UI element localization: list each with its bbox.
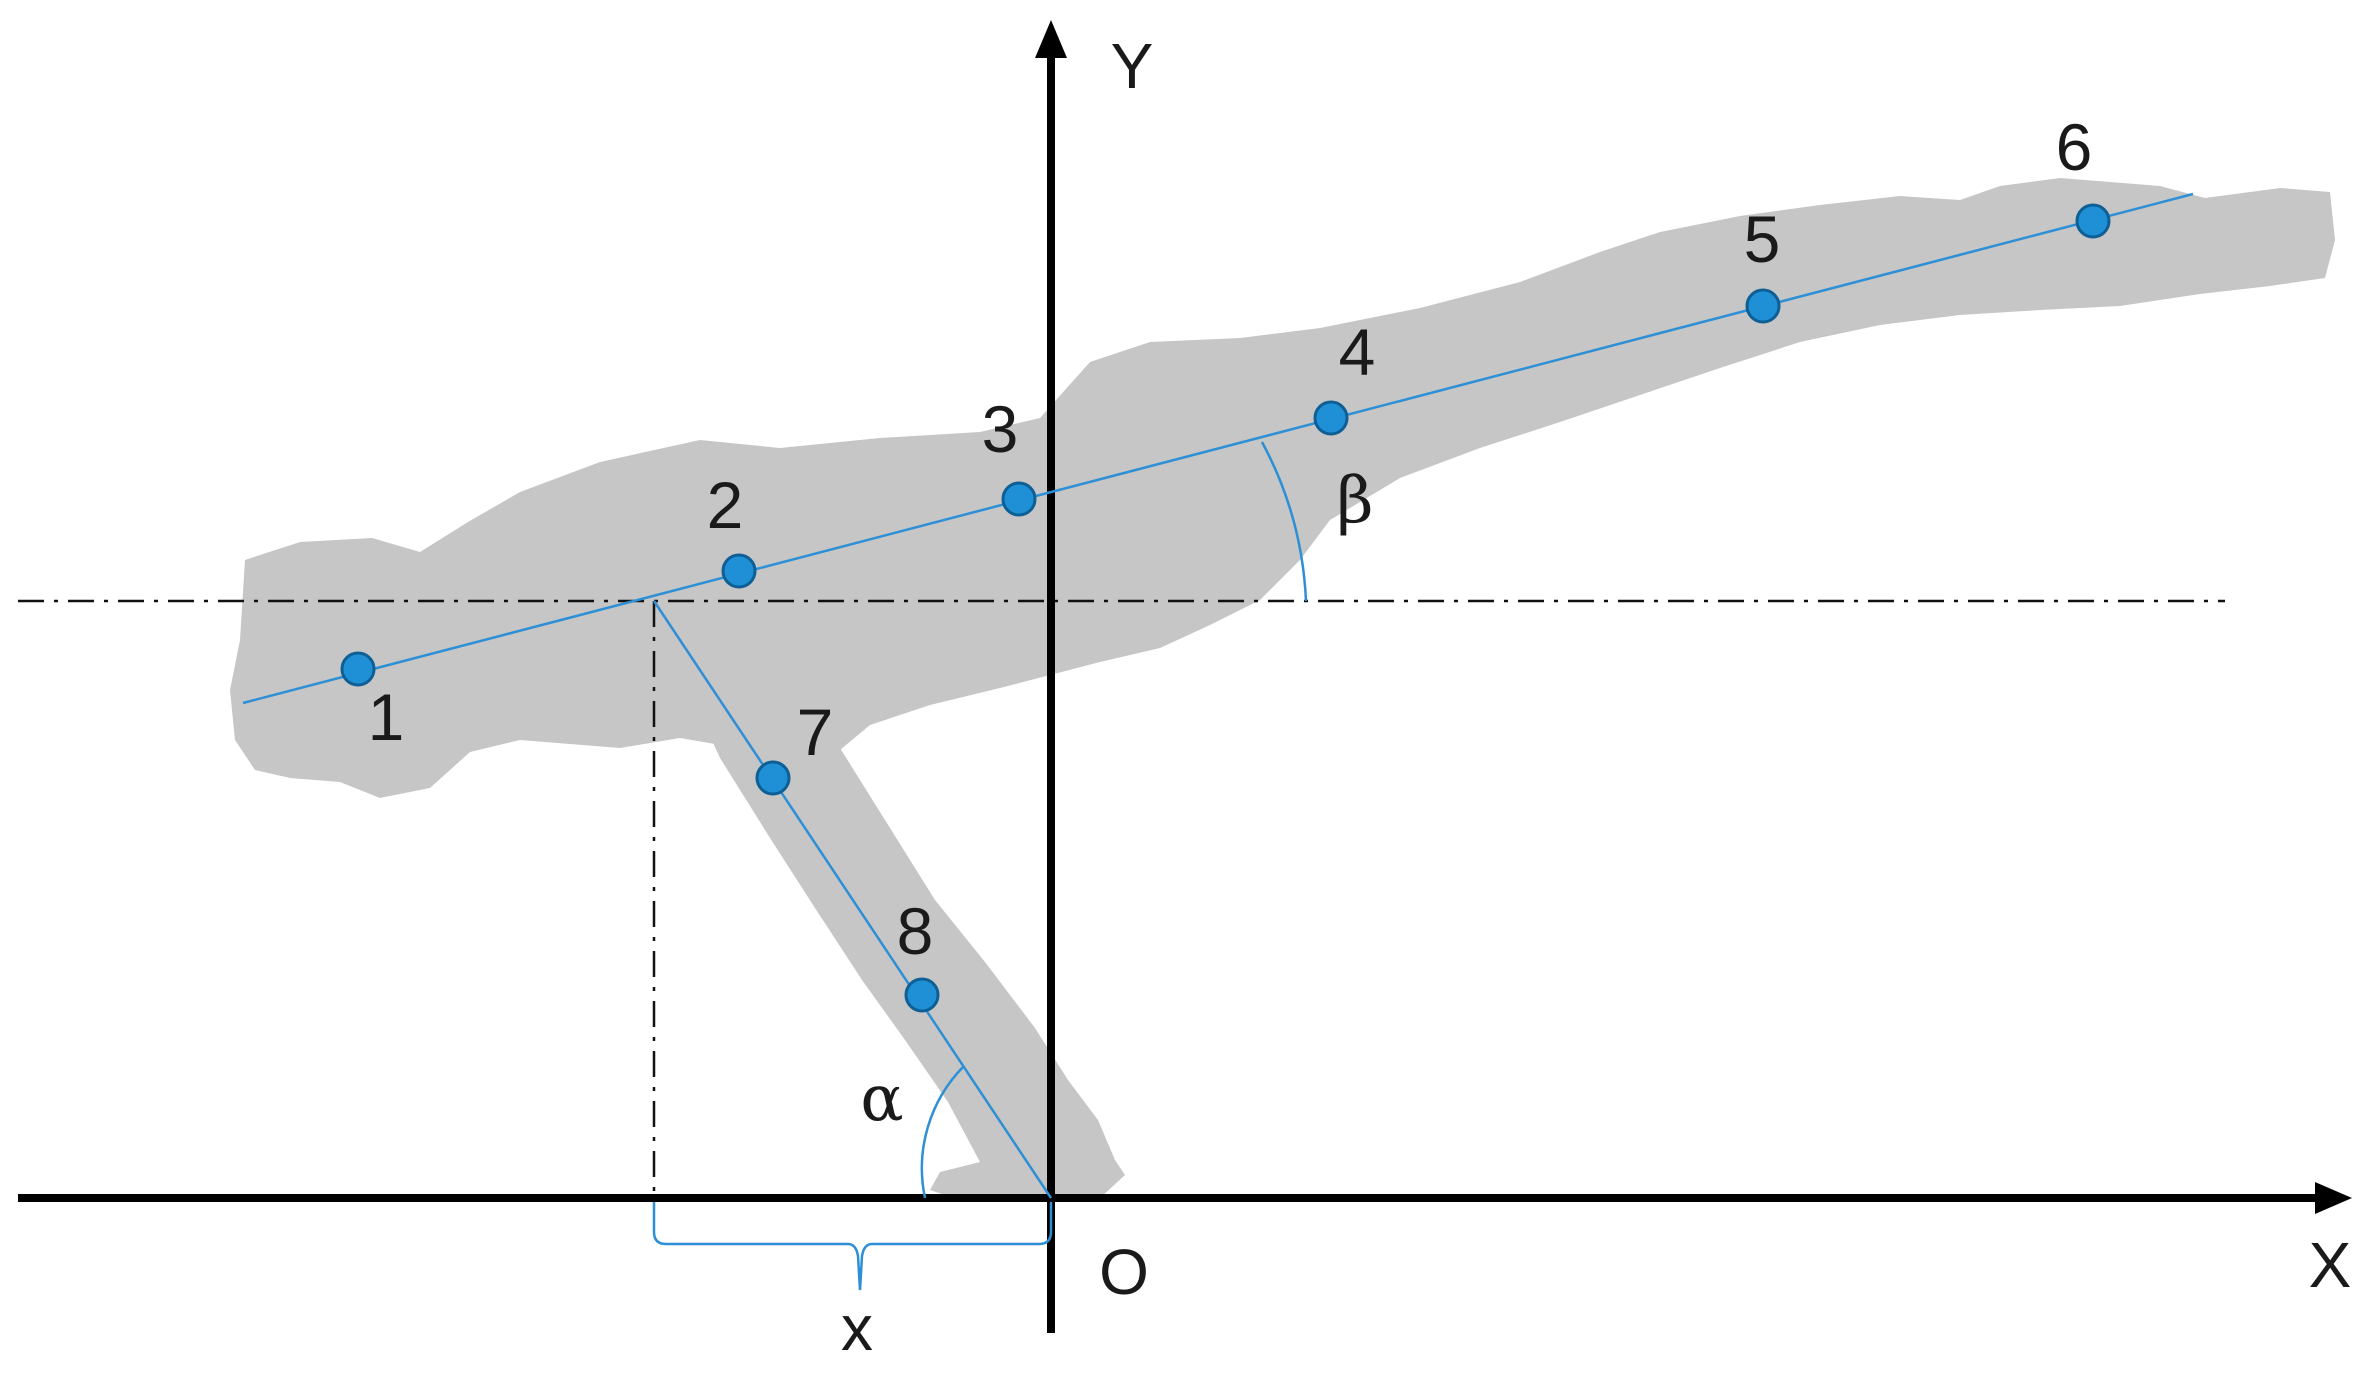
joint-label-1: 1 — [368, 680, 405, 754]
joint-point-2 — [721, 553, 757, 589]
origin-label: O — [1099, 1236, 1149, 1308]
x-axis-label: X — [2309, 1229, 2352, 1301]
joint-point-7 — [755, 760, 791, 796]
joint-point-1 — [340, 651, 376, 687]
joint-point-4 — [1313, 400, 1349, 436]
joint-labels: 1 2 3 4 5 6 7 8 — [368, 110, 2093, 968]
joint-point-8 — [904, 977, 940, 1013]
joint-label-2: 2 — [707, 468, 744, 542]
coordinate-axes — [18, 20, 2352, 1333]
leg-silhouette — [652, 598, 1125, 1200]
alpha-label: α — [860, 1062, 903, 1136]
beta-angle-arc — [1260, 441, 1308, 602]
joint-point-3 — [1001, 481, 1037, 517]
joint-label-8: 8 — [897, 894, 934, 968]
joint-label-5: 5 — [1744, 202, 1781, 276]
body-axis-line — [242, 192, 2194, 705]
beta-label: β — [1337, 464, 1374, 538]
body-silhouette — [230, 178, 2335, 1200]
alpha-angle-arc — [920, 1065, 965, 1199]
distance-brace — [652, 1202, 1053, 1291]
joint-label-3: 3 — [982, 392, 1019, 466]
distance-x-label: x — [841, 1292, 873, 1364]
joint-points — [340, 203, 2111, 1013]
joint-label-7: 7 — [797, 695, 834, 769]
joint-point-5 — [1745, 288, 1781, 324]
joint-point-6 — [2075, 203, 2111, 239]
joint-label-4: 4 — [1339, 315, 1376, 389]
y-axis-arrowhead — [1035, 20, 1067, 58]
y-axis-label: Y — [1111, 30, 1154, 102]
leg-axis-line — [652, 600, 1053, 1199]
x-axis-arrowhead — [2315, 1182, 2352, 1214]
joint-label-6: 6 — [2056, 110, 2093, 184]
